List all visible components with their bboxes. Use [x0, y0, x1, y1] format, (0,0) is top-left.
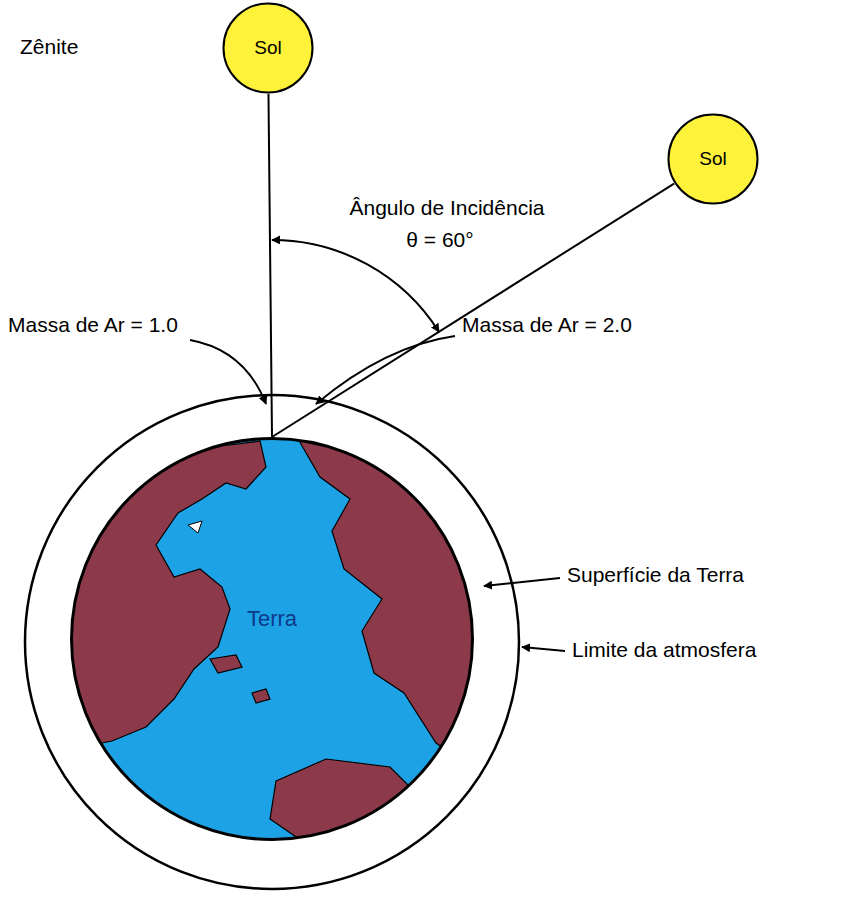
annotation-label: θ = 60°	[406, 228, 473, 252]
continent	[298, 439, 474, 769]
island	[188, 521, 202, 533]
label-text: Massa de Ar = 1.0	[8, 313, 178, 336]
earth-shape	[70, 437, 474, 841]
earth-surface	[72, 439, 473, 840]
annotation-label: Massa de Ar = 2.0	[462, 313, 632, 337]
atmosphere-limit	[25, 395, 519, 889]
label-text: Massa de Ar = 2.0	[462, 313, 632, 336]
label-text: Superfície da Terra	[567, 563, 744, 586]
leader-line	[316, 336, 455, 404]
sun-disc	[669, 115, 758, 204]
annotation-label: Superfície da Terra	[567, 563, 744, 587]
leader-line	[190, 340, 266, 404]
annotation-label: Ângulo de Incidência	[350, 196, 545, 220]
sun-label: Sol	[254, 37, 281, 59]
leader-line	[484, 578, 560, 586]
sun-ray	[268, 94, 272, 437]
sun-disc	[224, 4, 313, 93]
leader-line	[522, 647, 565, 651]
annotation-label: Limite da atmosfera	[572, 638, 756, 662]
continent	[270, 759, 422, 841]
sun-circle: Sol	[222, 2, 314, 94]
sun-label: Sol	[699, 148, 726, 170]
earth-label: Terra	[247, 606, 297, 632]
continent	[70, 441, 266, 749]
sun-circle: Sol	[667, 113, 759, 205]
label-text: θ = 60°	[406, 228, 473, 251]
label-text: Limite da atmosfera	[572, 638, 756, 661]
continent	[210, 655, 242, 673]
angle-arc	[272, 240, 439, 332]
annotation-label: Massa de Ar = 1.0	[8, 313, 178, 337]
earth-globe: Terra	[70, 437, 474, 841]
continent	[252, 689, 270, 703]
label-text: Ângulo de Incidência	[350, 196, 545, 219]
annotation-label: Zênite	[20, 35, 78, 59]
label-text: Zênite	[20, 35, 78, 58]
sun-ray	[272, 184, 674, 437]
